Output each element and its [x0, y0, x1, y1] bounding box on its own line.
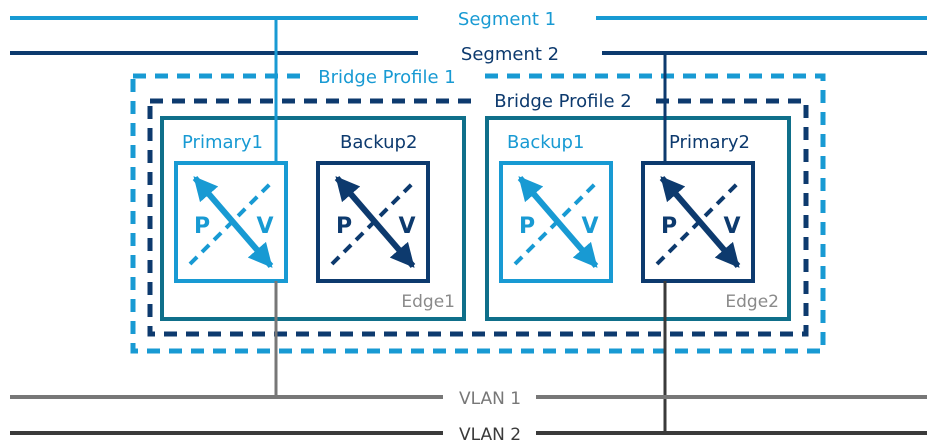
bridge-profile-1-boundary — [130, 73, 826, 354]
primary2-v-label: V — [723, 214, 740, 239]
edge-1-node: Primary1 Backup2 Edge1 P V P V — [160, 116, 466, 321]
backup2-label: Backup2 — [340, 132, 417, 153]
bridge-profile-2-boundary — [147, 98, 809, 337]
primary2-label: Primary2 — [669, 132, 750, 153]
edge-2-label: Edge2 — [725, 292, 779, 312]
backup2-flow-arrow-icon — [334, 176, 416, 268]
segment-2-network: Segment 2 — [10, 44, 927, 65]
segment-1-network: Segment 1 — [10, 9, 927, 30]
backup1-p-label: P — [519, 214, 535, 239]
vlan-2-network: VLAN 2 — [10, 425, 927, 440]
primary2-switch-icon: P V — [641, 161, 755, 283]
backup1-label: Backup1 — [507, 132, 584, 153]
backup2-p-label: P — [336, 214, 352, 239]
bridge-profile-2-label: Bridge Profile 2 — [494, 91, 632, 112]
backup1-v-label: V — [581, 214, 598, 239]
primary2-p-label: P — [661, 214, 677, 239]
primary1-flow-arrow-icon — [192, 176, 274, 268]
primary1-v-label: V — [256, 214, 273, 239]
primary1-label: Primary1 — [182, 132, 263, 153]
primary1-p-label: P — [194, 214, 210, 239]
backup1-flow-arrow-icon — [517, 176, 599, 268]
segment-2-label: Segment 2 — [461, 44, 559, 65]
bridge-profile-1: Bridge Profile 1 — [130, 66, 826, 354]
bridge-profile-1-label-bg — [300, 66, 478, 88]
bridge-profile-2-label-bg — [476, 89, 652, 111]
edge-1-label: Edge1 — [401, 292, 455, 312]
backup2-switch-icon: P V — [316, 161, 430, 283]
backup1-switch-icon: P V — [499, 161, 613, 283]
bridge-profile-1-label: Bridge Profile 1 — [318, 67, 456, 88]
vlan-1-label: VLAN 1 — [459, 389, 521, 409]
edge-2-node: Backup1 Primary2 Edge2 P V P V — [485, 116, 791, 321]
vlan-1-network: VLAN 1 — [10, 389, 927, 409]
primary2-flow-arrow-icon — [659, 176, 741, 268]
bridge-profile-2: Bridge Profile 2 — [147, 89, 809, 337]
segment-1-label: Segment 1 — [458, 9, 556, 30]
backup2-v-label: V — [398, 214, 415, 239]
vlan-2-label: VLAN 2 — [459, 425, 521, 440]
primary1-switch-icon: P V — [174, 161, 288, 283]
